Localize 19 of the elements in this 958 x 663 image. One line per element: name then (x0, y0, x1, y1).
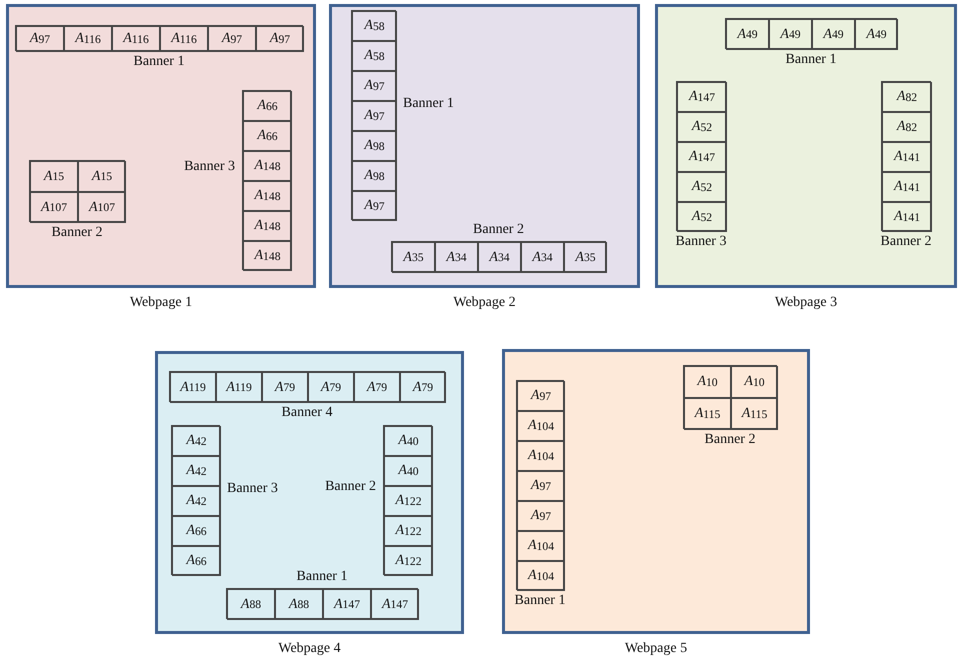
banner-label: Banner 3 (676, 234, 726, 250)
banner-label: Banner 4 (282, 405, 332, 421)
webpage-caption: Webpage 1 (128, 295, 194, 311)
banner-label: Banner 3 (184, 159, 235, 175)
banner-label: Banner 1 (403, 96, 454, 112)
banner-label: Banner 1 (134, 54, 184, 70)
banner-label: Banner 1 (514, 593, 566, 609)
webpage-caption: Webpage 4 (277, 641, 342, 657)
webpage-caption: Webpage 5 (624, 641, 688, 657)
webpage-caption: Webpage 3 (774, 295, 838, 311)
banner-label: Banner 1 (296, 569, 348, 585)
banner-label: Banner 2 (880, 234, 932, 250)
banner-label: Banner 3 (227, 481, 278, 497)
banner-label: Banner 2 (473, 222, 524, 238)
banner-label: Banner 2 (704, 432, 756, 448)
banner-label: Banner 1 (786, 52, 836, 68)
banner-label: Banner 2 (52, 225, 102, 241)
webpage-caption: Webpage 2 (452, 295, 517, 311)
banner-label: Banner 2 (325, 479, 376, 495)
